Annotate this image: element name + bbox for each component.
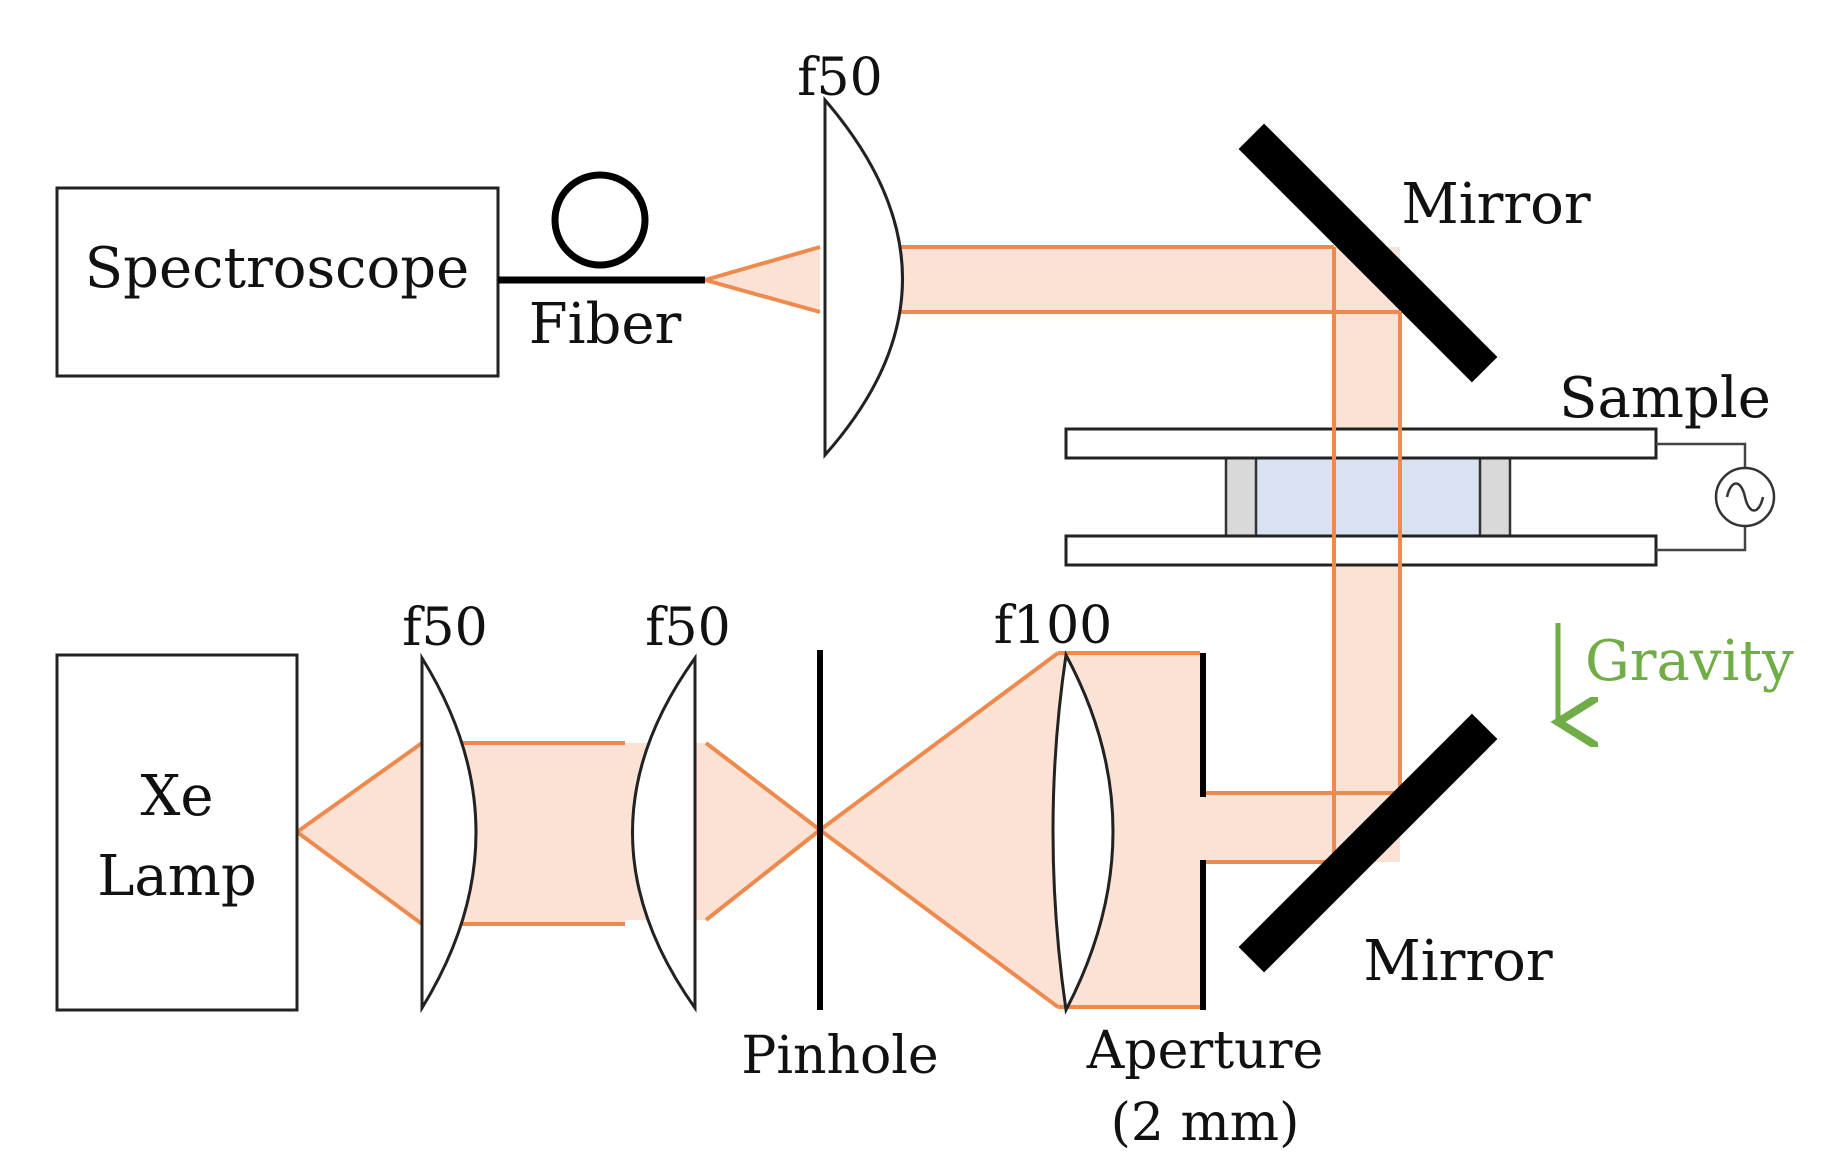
aperture-label-line2: (2 mm) [1111,1093,1300,1153]
mirror-top [1238,123,1498,383]
mirror-bottom-label: Mirror [1363,929,1553,994]
mirror-top-label: Mirror [1401,172,1591,237]
lens-2-f50 [631,653,697,1013]
spacer-right [1478,456,1512,538]
lens-3-f100 [1051,650,1115,1015]
pinhole-label: Pinhole [741,1026,938,1086]
xe-lamp-box [55,653,299,1012]
spectroscope-label: Spectroscope [85,236,470,301]
lens-2-label: f50 [645,598,730,658]
xe-lamp-label-line1: Xe [140,764,213,829]
lens-3-label: f100 [994,596,1113,656]
sample-label: Sample [1559,366,1771,431]
fiber [498,171,705,284]
spacer-left [1224,456,1258,538]
sample-liquid [1255,458,1480,536]
aperture-label-line1: Aperture [1086,1021,1324,1081]
electrode-top [1064,427,1658,460]
gravity-label: Gravity [1585,629,1794,694]
lens-1-label: f50 [402,598,487,658]
spectroscope-box [55,186,500,378]
wire-top [1656,442,1747,468]
fiber-coil-icon [551,171,649,269]
lens-1-f50 [420,652,478,1014]
fiber-label: Fiber [529,292,682,357]
mirror-bottom [1238,713,1498,973]
sample-cell [1064,427,1776,567]
wire-bottom [1656,526,1747,552]
lens-top-f50 [823,95,904,459]
xe-lamp-label-line2: Lamp [97,844,257,909]
ac-source-icon [1714,466,1776,528]
lens-top-label: f50 [797,48,882,108]
electrode-bottom [1064,534,1658,567]
